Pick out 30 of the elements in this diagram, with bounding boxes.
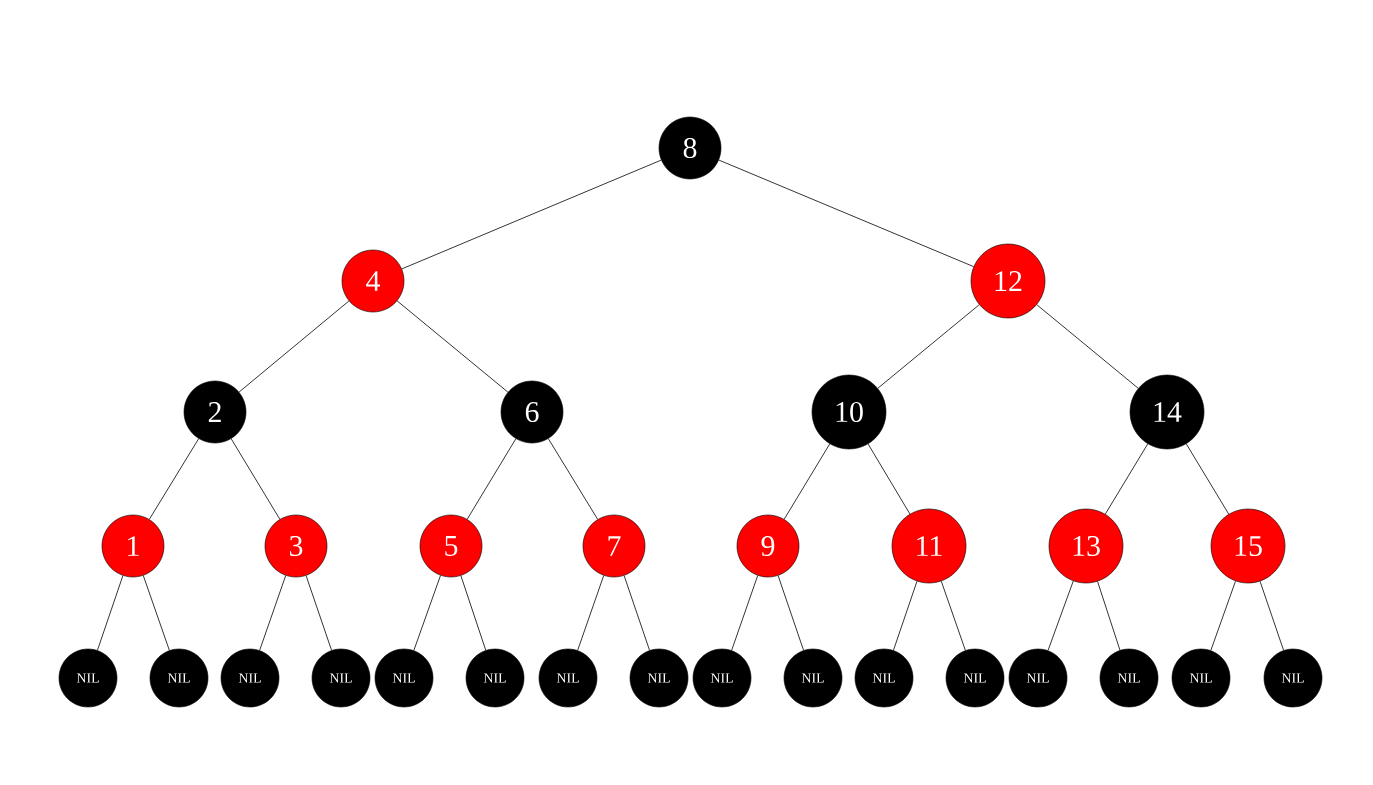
tree-edge xyxy=(893,580,918,651)
tree-edge xyxy=(1259,580,1284,651)
tree-edge xyxy=(142,575,170,651)
tree-edge xyxy=(259,575,287,651)
tree-edge xyxy=(148,438,200,520)
tree-edge xyxy=(401,159,662,270)
tree-edge xyxy=(623,575,650,651)
tree-edge xyxy=(460,575,487,651)
tree-edge xyxy=(305,575,332,651)
tree-edge xyxy=(1210,580,1236,651)
tree-edge xyxy=(777,575,804,651)
tree-edge xyxy=(396,300,509,393)
tree-edge xyxy=(783,443,831,520)
tree-edge xyxy=(1047,580,1074,651)
tree-edge xyxy=(940,580,966,651)
tree-edge xyxy=(731,575,759,651)
tree-edge xyxy=(413,575,441,651)
tree-edge xyxy=(97,575,124,651)
tree-edge xyxy=(718,159,974,267)
tree-edge xyxy=(1104,443,1149,515)
tree-edge xyxy=(577,575,605,651)
tree-edge xyxy=(547,438,599,520)
tree-edge xyxy=(1097,581,1121,651)
tree-edge xyxy=(877,304,980,389)
tree-edge xyxy=(867,443,911,515)
tree-edge xyxy=(466,438,517,520)
tree-edge xyxy=(1185,443,1230,515)
tree-edge xyxy=(238,300,350,393)
tree-edge xyxy=(230,438,281,520)
tree-edge xyxy=(1036,304,1139,389)
